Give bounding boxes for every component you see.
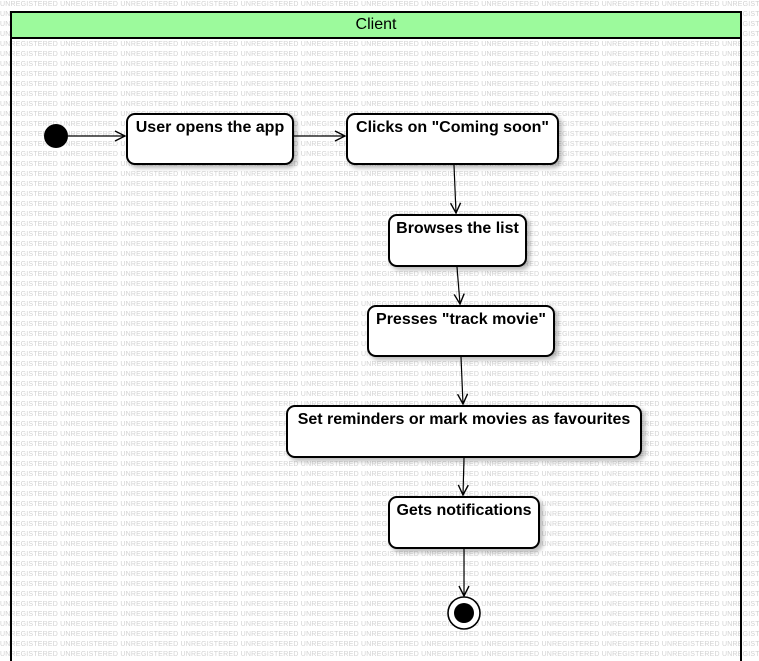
activity-clicks-coming-soon: Clicks on "Coming soon" [346,113,559,165]
activity-label: Presses "track movie" [376,311,546,328]
activity-label: User opens the app [135,119,285,136]
flow-reminders-to-notifications [463,457,464,495]
activity-browses-list: Browses the list [388,214,527,267]
swimlane-header: Client [10,11,742,39]
swimlane-title: Client [355,16,397,33]
final-node [447,596,481,630]
flow-coming-soon-to-browse [454,164,456,213]
flow-browse-to-track [457,266,460,304]
activity-label: Browses the list [396,220,519,237]
initial-node [44,124,68,148]
flow-track-to-reminders [461,356,463,404]
activity-label: Clicks on "Coming soon" [356,119,549,136]
activity-label: Gets notifications [396,502,532,519]
activity-set-reminders: Set reminders or mark movies as favourit… [286,405,642,458]
activity-gets-notifications: Gets notifications [388,496,540,549]
activity-label: Set reminders or mark movies as favourit… [297,411,631,428]
activity-presses-track-movie: Presses "track movie" [367,305,555,357]
activity-user-opens-app: User opens the app [126,113,294,165]
